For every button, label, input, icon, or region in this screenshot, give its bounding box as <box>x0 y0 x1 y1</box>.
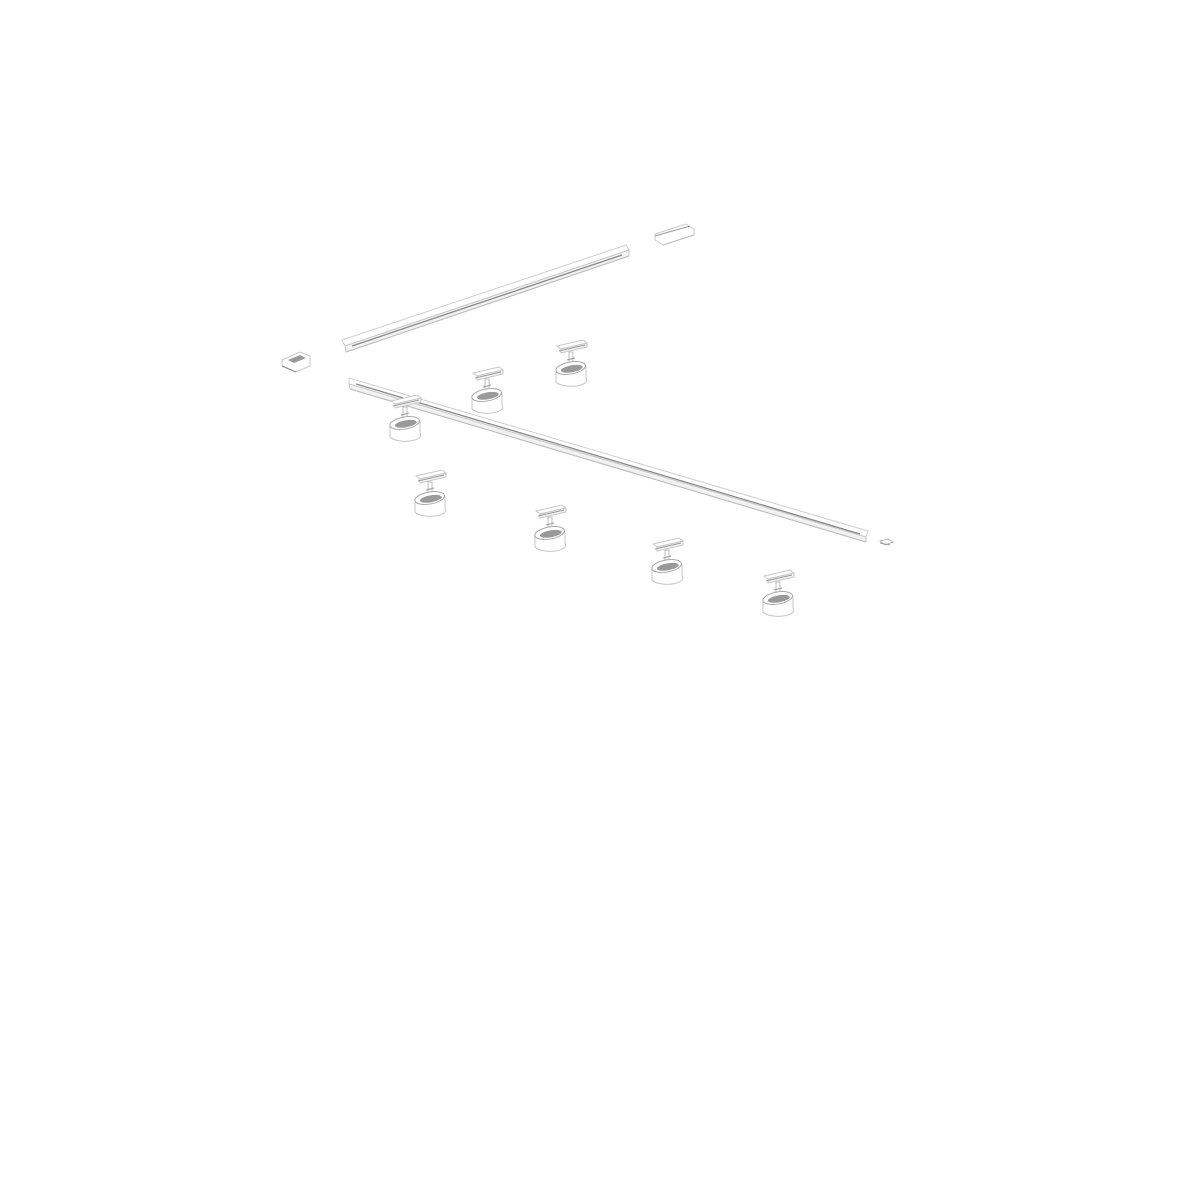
spotlight-4 <box>413 469 447 517</box>
spotlight-5 <box>533 504 567 552</box>
corner-connector <box>281 351 311 373</box>
spotlight-6 <box>650 537 684 585</box>
track-rail-lower <box>348 377 869 543</box>
spotlight-3 <box>554 339 588 387</box>
end-cap-right <box>878 538 895 546</box>
spotlight-7 <box>761 569 795 617</box>
track-rail-upper <box>341 244 630 353</box>
end-connector-top <box>654 223 695 246</box>
spotlight-2 <box>470 366 504 414</box>
spotlight-1 <box>388 394 422 442</box>
